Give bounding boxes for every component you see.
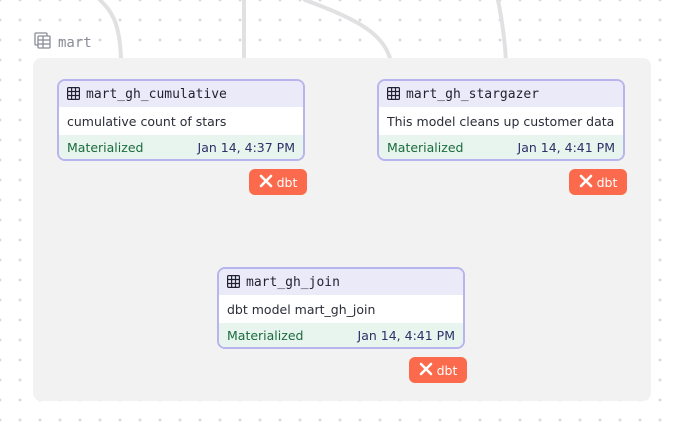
node-title: mart_gh_stargazer (406, 86, 540, 102)
group-label[interactable]: mart (34, 32, 92, 54)
node-description: cumulative count of stars (67, 113, 227, 129)
edge-upstream-4 (496, 0, 508, 64)
node-footer: Materialized Jan 14, 4:41 PM (379, 135, 623, 159)
dbt-logo-icon (579, 174, 593, 191)
node-timestamp: Jan 14, 4:37 PM (197, 139, 295, 155)
model-node-mart-gh-join[interactable]: mart_gh_join dbt model mart_gh_join Mate… (217, 267, 465, 349)
node-description: This model cleans up customer data (387, 113, 615, 129)
node-timestamp: Jan 14, 4:41 PM (357, 327, 455, 343)
model-node-mart-gh-stargazer[interactable]: mart_gh_stargazer This model cleans up c… (377, 79, 625, 161)
node-header: mart_gh_stargazer (379, 81, 623, 107)
group-label-text: mart (58, 35, 92, 51)
dbt-badge[interactable]: dbt (249, 169, 307, 195)
node-footer: Materialized Jan 14, 4:37 PM (59, 135, 303, 159)
node-title: mart_gh_join (246, 274, 340, 290)
edge-upstream-1 (98, 0, 123, 62)
dbt-logo-icon (419, 362, 433, 379)
dbt-logo-icon (259, 174, 273, 191)
edge-upstream-3 (303, 0, 393, 64)
table-icon (67, 85, 81, 104)
materialized-status: Materialized (67, 139, 144, 155)
model-node-mart-gh-cumulative[interactable]: mart_gh_cumulative cumulative count of s… (57, 79, 305, 161)
materialized-status: Materialized (227, 327, 304, 343)
materialized-status: Materialized (387, 139, 464, 155)
dbt-badge[interactable]: dbt (569, 169, 627, 195)
node-timestamp: Jan 14, 4:41 PM (517, 139, 615, 155)
node-header: mart_gh_cumulative (59, 81, 303, 107)
node-description: dbt model mart_gh_join (227, 301, 376, 317)
table-icon (387, 85, 401, 104)
node-footer: Materialized Jan 14, 4:41 PM (219, 323, 463, 347)
badge-label: dbt (596, 174, 618, 190)
badge-label: dbt (276, 174, 298, 190)
model-group-icon (34, 32, 52, 54)
badge-label: dbt (436, 362, 458, 378)
dbt-badge[interactable]: dbt (409, 357, 467, 383)
node-title: mart_gh_cumulative (86, 86, 227, 102)
node-header: mart_gh_join (219, 269, 463, 295)
table-icon (227, 273, 241, 292)
